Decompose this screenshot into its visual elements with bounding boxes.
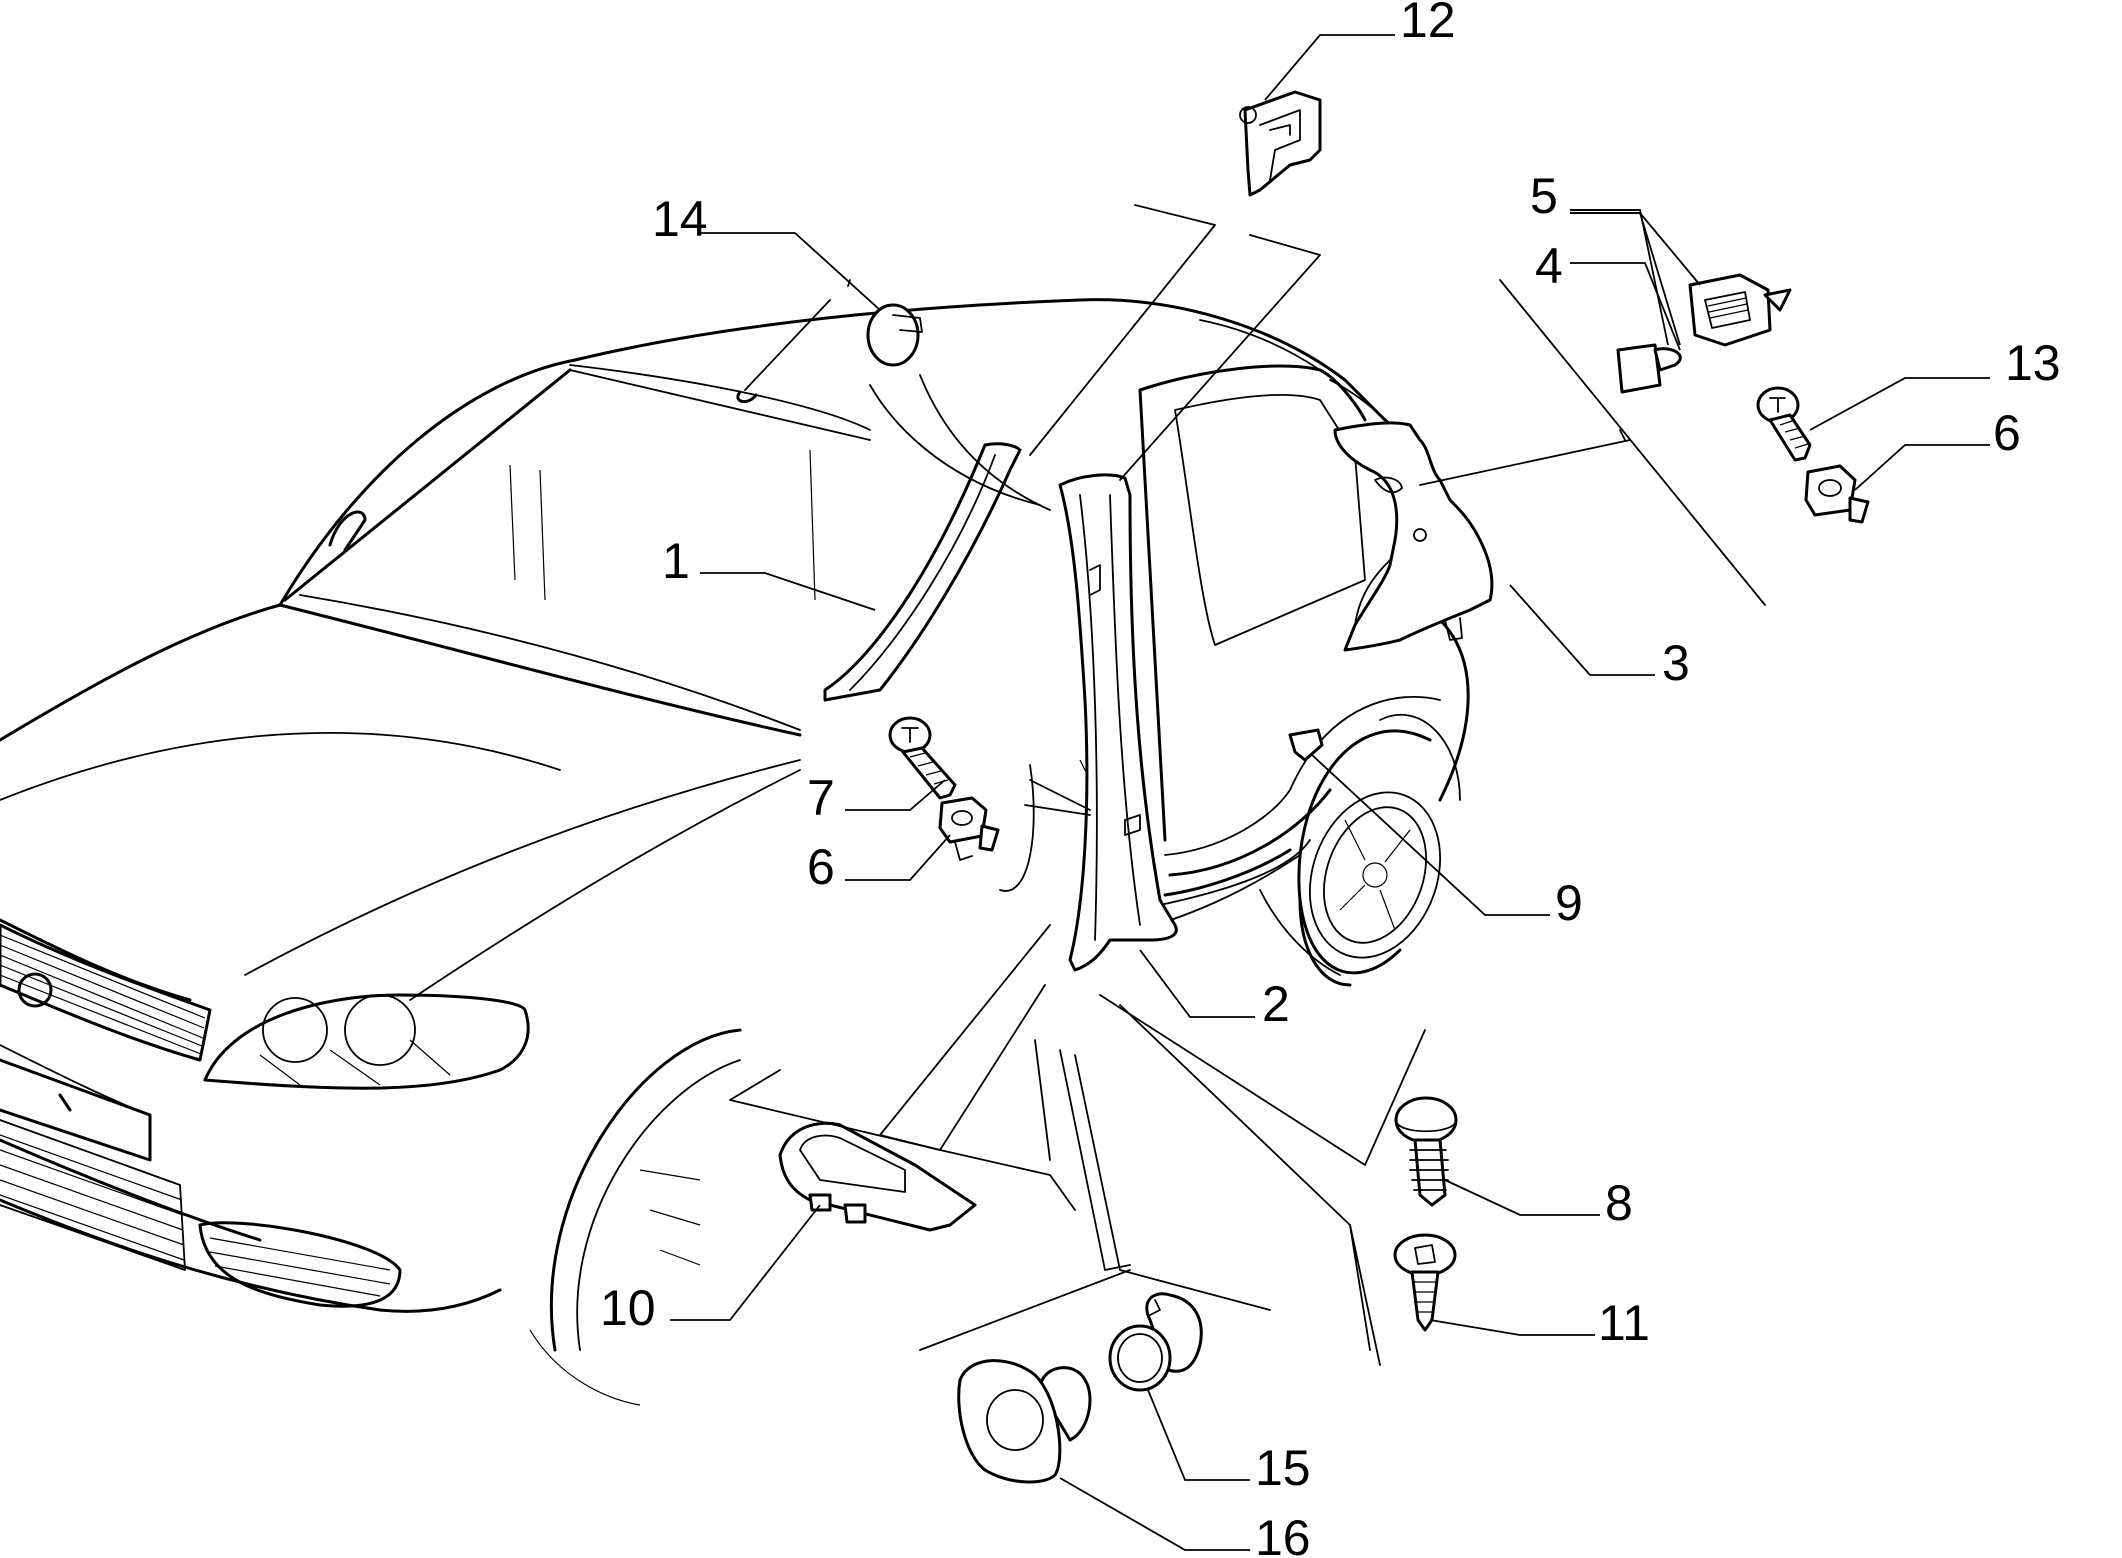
part-15-cap xyxy=(1108,1292,1203,1392)
callout-5: 5 xyxy=(1530,168,1558,224)
part-3-c-pillar-trim xyxy=(1333,421,1494,652)
callout-1: 1 xyxy=(662,533,690,589)
part-9-door-trim-clip xyxy=(1288,728,1324,762)
callout-13: 13 xyxy=(2005,335,2061,391)
part-5-vent-grille xyxy=(1688,273,1792,347)
front-grille xyxy=(0,923,212,1162)
part-2-b-pillar-trim xyxy=(1058,473,1178,972)
callout-8: 8 xyxy=(1605,1175,1633,1231)
part-10-courtesy-light xyxy=(778,1121,977,1232)
part-1-a-pillar-trim xyxy=(823,442,1022,702)
part-4-clip-cover xyxy=(1616,343,1682,394)
part-16-cover-cap xyxy=(957,1359,1092,1484)
callout-14: 14 xyxy=(652,191,708,247)
part-13-screw xyxy=(1756,386,1812,462)
callout-labels: 12 14 5 4 13 6 3 1 7 6 2 9 8 11 10 15 16 xyxy=(600,0,2061,1558)
part-6b-clip-nut xyxy=(1804,464,1870,524)
callout-2: 2 xyxy=(1262,976,1290,1032)
part-12-bracket xyxy=(1239,90,1322,197)
callout-7: 7 xyxy=(807,770,835,826)
callout-15: 15 xyxy=(1255,1440,1311,1496)
part-7-screw xyxy=(888,716,957,800)
rear-wheel xyxy=(1259,729,1442,987)
leader-lines xyxy=(670,34,1990,1551)
callout-4: 4 xyxy=(1535,238,1563,294)
callout-6a: 6 xyxy=(807,839,835,895)
part-6a-clip-nut xyxy=(938,796,1000,861)
part-8-push-rivet xyxy=(1394,1096,1458,1207)
callout-6b: 6 xyxy=(1993,405,2021,461)
part-11-self-tapping-screw xyxy=(1393,1233,1457,1332)
callout-12: 12 xyxy=(1400,0,1456,48)
callout-11: 11 xyxy=(1598,1295,1650,1351)
headlight xyxy=(203,993,530,1090)
callout-3: 3 xyxy=(1662,635,1690,691)
car-body xyxy=(0,279,1470,1406)
callout-16: 16 xyxy=(1255,1510,1311,1558)
callout-10: 10 xyxy=(600,1280,656,1336)
part-14-plug xyxy=(866,303,923,367)
callout-9: 9 xyxy=(1555,875,1583,931)
